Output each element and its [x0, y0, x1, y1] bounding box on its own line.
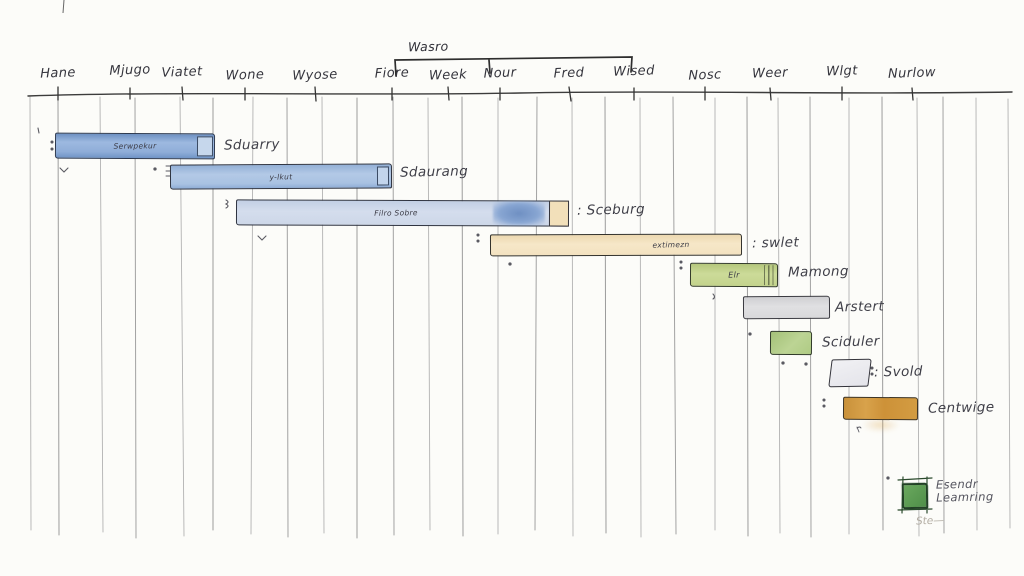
- bar-2-label: Sdaurang: [399, 163, 469, 181]
- axis-label-11: Nosc: [688, 67, 722, 84]
- stray-corner-line: [62, 0, 65, 14]
- bracket-label: Wasro: [407, 38, 449, 55]
- axis-ticks: [57, 86, 914, 102]
- axis-line: [27, 91, 1013, 97]
- axis-label-7: Week: [428, 67, 468, 84]
- axis-label-13: Wlgt: [826, 63, 858, 80]
- bar-8-label: : Svold: [873, 363, 923, 381]
- bar-6-label: Arstert: [834, 298, 885, 316]
- gantt-bar-7: [769, 330, 813, 356]
- axis-label-2: Mjugo: [109, 62, 151, 79]
- footnote-text: Ste—: [915, 514, 944, 528]
- bar-1-text: Serwpekur: [113, 141, 157, 151]
- bar-2-text: y-lkut: [269, 171, 293, 182]
- axis-label-12: Weer: [751, 65, 789, 82]
- gantt-bar-9: [842, 396, 919, 433]
- axis-label-1: Hane: [39, 65, 77, 82]
- gridlines: [29, 96, 1011, 539]
- gantt-bar-1: Serwpekur: [54, 132, 216, 160]
- bar-7-label: Sciduler: [821, 333, 880, 351]
- gantt-bar-2: y-lkut: [169, 163, 393, 190]
- bar-1-end-cap: [196, 136, 214, 157]
- axis-label-3: Viatet: [161, 64, 203, 81]
- axis-label-14: Nurlow: [887, 65, 937, 82]
- axis-label-5: Wyose: [292, 67, 338, 84]
- axis-label-10: Wised: [613, 63, 655, 80]
- bar-5-label: Mamong: [787, 263, 850, 281]
- gantt-bar-8: [828, 358, 872, 388]
- axis-label-9: Fred: [553, 65, 585, 82]
- axis-label-8: Nour: [483, 65, 517, 82]
- bar-2-end-cap: [376, 166, 390, 186]
- bar-5-text: Elr: [728, 270, 740, 280]
- bar-3-dark-wash: [492, 201, 546, 226]
- ink-marks: [37, 127, 933, 514]
- bar-9-label: Centwige: [927, 399, 995, 417]
- timeline-bracket: [394, 56, 633, 77]
- bar-3-end-cap: [548, 200, 570, 227]
- bar-3-text: Filro Sobre: [373, 208, 418, 218]
- gantt-bar-5: Elr: [689, 262, 779, 288]
- bar-5-end-hatch: [763, 265, 777, 286]
- gantt-bar-4: extimezn: [489, 233, 743, 257]
- axis-label-4: Wone: [225, 67, 265, 84]
- gantt-bar-3: Filro Sobre: [235, 199, 570, 227]
- bar-1-label: Sduarry: [223, 136, 281, 154]
- gantt-bar-6: [742, 295, 831, 320]
- bar-9-watercolor-bleed: [861, 417, 900, 433]
- bar-10-label-line2: Leamring: [935, 489, 994, 505]
- axis-label-6: Fiore: [374, 65, 410, 82]
- bar-4-text: extimezn: [652, 239, 690, 250]
- gantt-bar-10: [901, 482, 929, 510]
- bar-3-label: : Sceburg: [576, 201, 646, 219]
- bar-4-label: : swlet: [751, 234, 800, 252]
